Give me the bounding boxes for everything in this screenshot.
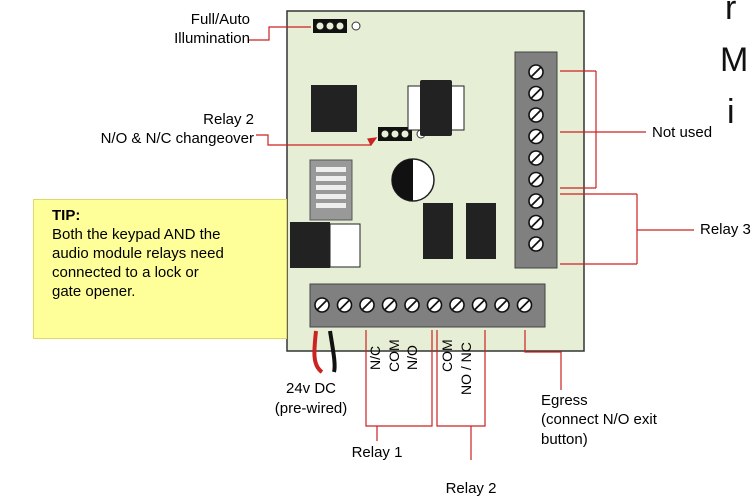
terminal-com2-label: COM [439, 339, 455, 372]
egress-detail-label: (connect N/O exit [541, 411, 657, 428]
cut-text-3: i [727, 93, 735, 131]
relay1-label: Relay 1 [351, 444, 403, 461]
tip-line-4: gate opener. [52, 283, 136, 300]
tip-heading: TIP: [52, 207, 81, 224]
terminal-screw [404, 297, 420, 313]
terminal-screw [528, 64, 544, 80]
terminal-screw [528, 214, 544, 231]
egress-button-label: button) [541, 431, 588, 448]
terminal-screw [314, 297, 330, 313]
cut-text-2: M [720, 41, 749, 79]
capacitor [391, 158, 435, 202]
terminal-screw [426, 297, 443, 313]
terminal-no-nc-label: NO / NC [458, 342, 474, 395]
relay-block-2 [466, 203, 496, 259]
relay2-bottom-label: Relay 2 [445, 480, 497, 497]
terminal-screw [528, 85, 544, 102]
egress-label: Egress [541, 392, 588, 409]
terminal-screw [528, 171, 544, 188]
black-wire [328, 330, 337, 373]
terminal-screw [528, 236, 544, 252]
red-wire [312, 330, 324, 374]
terminal-screw [336, 297, 353, 313]
terminal-no-label: N/O [404, 345, 420, 370]
illumination-jumper [313, 19, 361, 33]
terminal-screw [381, 297, 398, 313]
terminal-screw [494, 297, 510, 313]
cut-text-1: r [725, 0, 737, 27]
full-auto-label: Full/Auto [190, 11, 250, 28]
terminal-screw [528, 193, 544, 209]
pointer-lines [248, 26, 694, 460]
relay3-label: Relay 3 [700, 221, 751, 238]
tip-line-2: audio module relays need [52, 245, 224, 262]
bottom-terminal-screws [314, 297, 533, 313]
changeover-label: N/O & N/C changeover [100, 130, 254, 147]
terminal-screw [528, 150, 544, 166]
relay2-top-label: Relay 2 [203, 111, 254, 128]
dc-24v-label: 24v DC [285, 380, 337, 397]
tip-line-1: Both the keypad AND the [52, 226, 221, 243]
terminal-screw [528, 107, 544, 123]
terminal-screw [528, 128, 544, 145]
terminal-screw [449, 297, 465, 313]
terminal-screw [359, 297, 375, 313]
terminal-screw [516, 297, 533, 313]
pre-wired-label: (pre-wired) [274, 400, 348, 417]
terminal-nc-label: N/C [367, 345, 383, 370]
not-used-label: Not used [652, 124, 713, 141]
voltage-regulator [290, 222, 361, 268]
tip-line-3: connected to a lock or [52, 264, 199, 281]
right-terminal-screws [528, 64, 544, 252]
terminal-screw [471, 297, 488, 313]
tip-box: TIP: Both the keypad AND the audio modul… [33, 199, 287, 339]
striped-component [309, 159, 353, 221]
ic-chip [311, 85, 357, 132]
illumination-label: Illumination [174, 30, 250, 47]
terminal-com1-label: COM [386, 339, 402, 372]
relay-block-1 [423, 203, 453, 259]
inductor-component [407, 80, 465, 136]
